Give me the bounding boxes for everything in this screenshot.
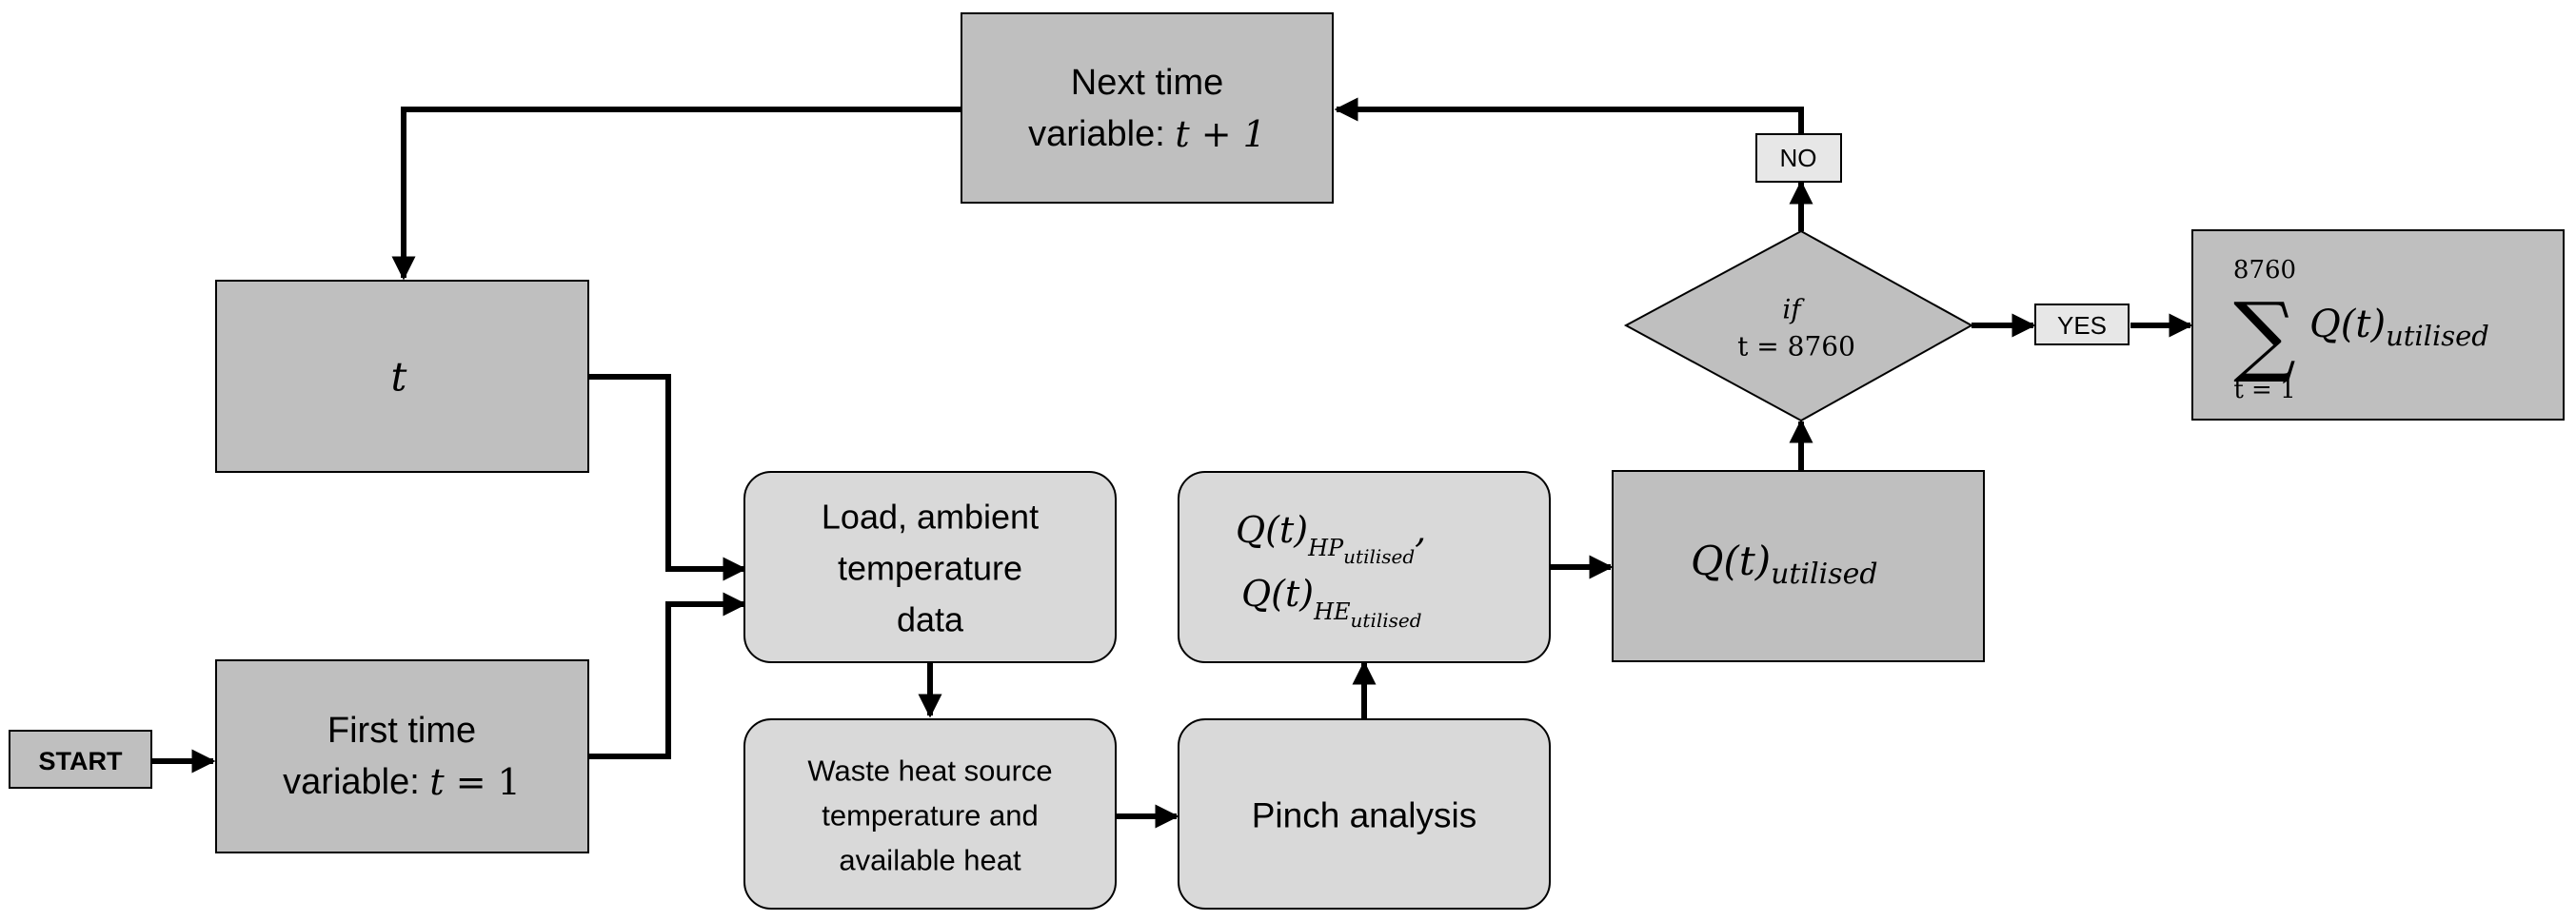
decision-node: if t = 8760 [1623, 229, 1974, 422]
first-time-line2: variable: t = 1 [283, 761, 521, 803]
t-node: t [215, 280, 589, 473]
load-data-line2: temperature [838, 549, 1022, 588]
sum-lower-limit: t = 1 [2233, 376, 2295, 404]
q-he-utilised: Q(t)HEutilised [1241, 573, 1422, 632]
pinch-analysis-label: Pinch analysis [1252, 796, 1477, 835]
summation-node: 8760 ∑ t = 1 Q(t)utilised [2191, 229, 2565, 421]
pinch-analysis-node: Pinch analysis [1178, 718, 1551, 910]
load-data-line3: data [897, 600, 964, 639]
next-time-line2: variable: t + 1 [1028, 113, 1266, 155]
arrow-t-to-load-data [589, 374, 747, 581]
first-time-node: First time variable: t = 1 [215, 659, 589, 853]
yes-text: YES [2057, 311, 2107, 340]
waste-heat-line3: available heat [839, 844, 1021, 877]
q-hp-he-node: Q(t)HPutilised, Q(t)HEutilised [1178, 471, 1551, 663]
sum-upper-limit: 8760 [2233, 256, 2296, 284]
decision-condition: t = 8760 [1737, 331, 1855, 363]
load-data-node: Load, ambient temperature data [743, 471, 1117, 663]
no-label: NO [1755, 133, 1842, 183]
q-utilised-label: Q(t)utilised [1691, 538, 1878, 591]
next-time-node: Next time variable: t + 1 [961, 12, 1334, 204]
start-label: START [39, 747, 123, 775]
waste-heat-line2: temperature and [822, 799, 1038, 833]
connectors [152, 97, 2193, 829]
load-data-line1: Load, ambient [822, 498, 1039, 537]
arrow-no-to-next-time [1334, 97, 1804, 133]
arrow-next-time-to-t [391, 107, 962, 281]
waste-heat-node: Waste heat source temperature and availa… [743, 718, 1117, 910]
q-utilised-node: Q(t)utilised [1612, 470, 1985, 662]
sum-sigma-icon: ∑ [2233, 284, 2296, 386]
arrow-first-time-to-load-data [589, 592, 747, 759]
next-time-line1: Next time [1071, 63, 1223, 103]
q-hp-utilised: Q(t)HPutilised, [1236, 509, 1426, 568]
no-text: NO [1780, 144, 1817, 172]
t-variable: t [391, 354, 407, 401]
start-node: START [9, 730, 152, 789]
sum-q-utilised: Q(t)utilised [2309, 303, 2489, 352]
first-time-line1: First time [327, 711, 476, 751]
waste-heat-line1: Waste heat source [807, 754, 1052, 788]
decision-if: if [1782, 294, 1805, 325]
yes-label: YES [2034, 304, 2130, 345]
